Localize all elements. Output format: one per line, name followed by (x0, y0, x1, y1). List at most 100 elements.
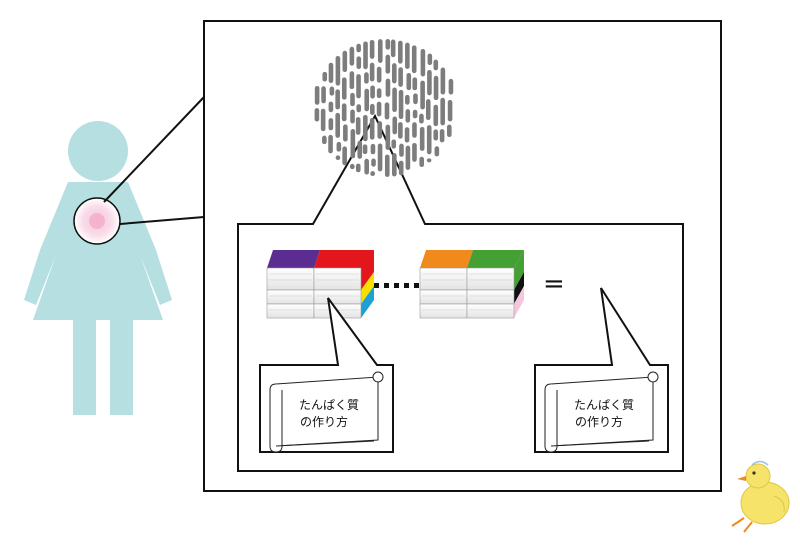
chromosome (412, 122, 417, 138)
chromosome (426, 158, 432, 163)
scroll-label-line1: たんぱく質 (299, 397, 359, 412)
chromosome (377, 121, 383, 139)
chromosome (412, 109, 418, 119)
chromosome (349, 71, 355, 90)
book-stack-right (419, 250, 524, 319)
chromosome (427, 53, 433, 66)
chromosome (405, 109, 411, 123)
chromosome (405, 145, 411, 170)
chromosome (419, 113, 424, 124)
chromosome (335, 155, 341, 161)
chromosome (413, 93, 418, 105)
chromosome (384, 102, 390, 120)
chromosome (349, 46, 355, 66)
chromosome (335, 55, 341, 86)
chromosome (328, 62, 334, 84)
chromosome (314, 85, 320, 105)
chromosome (404, 127, 410, 143)
chromosome (439, 129, 445, 143)
chromosome (370, 85, 375, 99)
chromosome (376, 101, 382, 117)
chromosome (335, 112, 341, 138)
chromosome (377, 143, 383, 172)
nucleus-panel (203, 20, 722, 492)
chromosome (342, 50, 348, 73)
chromosome (356, 104, 362, 113)
chromosome (355, 163, 361, 173)
chromosome (420, 48, 426, 77)
chromosome (362, 144, 368, 155)
chromosome (398, 160, 404, 176)
chromosome (399, 143, 404, 157)
chromosome (405, 42, 410, 69)
chromosome (328, 134, 333, 154)
chromosome (433, 104, 439, 127)
chromosome (356, 56, 362, 70)
chromosome (391, 139, 397, 149)
chromosome (350, 129, 356, 159)
chromosome (398, 67, 403, 87)
chromosome (341, 103, 347, 122)
chromosome (427, 69, 432, 96)
chromosome (440, 67, 446, 95)
chromosome (433, 129, 439, 141)
zoom-lines (103, 96, 205, 225)
chromosome (364, 158, 369, 175)
chromosome (322, 71, 328, 82)
chromosome (336, 141, 342, 152)
chromosome (434, 146, 440, 157)
chromosome (392, 87, 397, 113)
chromosome (440, 97, 445, 126)
chromosome (385, 78, 391, 97)
chromosome (328, 101, 334, 113)
chromosome (321, 86, 326, 104)
chromosome (392, 153, 397, 177)
chromosome (370, 143, 376, 155)
scroll-label-line2: の作り方 (300, 414, 348, 429)
chromosome (412, 143, 417, 162)
callout-left: たんぱく質 の作り方 (259, 297, 394, 453)
chromosome (357, 140, 363, 159)
chromosome (377, 39, 383, 63)
chromosome (349, 163, 355, 170)
chromosome (363, 114, 368, 142)
chromosome (356, 74, 361, 99)
chromosome (419, 156, 425, 168)
chromosome (322, 135, 327, 145)
chromosome (406, 72, 412, 91)
chromosome (341, 77, 347, 100)
chromosome (328, 118, 334, 131)
chromosome (363, 41, 368, 70)
scroll-label-line2: の作り方 (575, 414, 623, 429)
chromosome (369, 117, 375, 140)
chromosome (433, 59, 439, 71)
chromosome (398, 122, 403, 139)
chromosome (320, 108, 326, 132)
cell-icon (73, 197, 121, 245)
chromosome (350, 92, 355, 107)
chromosome (369, 39, 375, 59)
chromosome-cluster (314, 39, 454, 177)
chromosome (385, 124, 391, 150)
chromosome (384, 154, 390, 177)
chromosome (419, 126, 425, 151)
chromosome (350, 109, 355, 124)
chromosome (398, 89, 404, 120)
chromosome (392, 63, 397, 84)
chromosome (425, 99, 431, 121)
scroll-icon (269, 371, 384, 453)
chromosome (426, 125, 432, 155)
ellipsis-dots (374, 283, 419, 288)
chromosome (447, 124, 452, 138)
chromosome (390, 39, 396, 58)
chromosome (314, 108, 320, 122)
chromosome (370, 103, 375, 115)
chromosome (342, 146, 347, 166)
chromosome (447, 99, 453, 122)
chromosome (385, 39, 391, 50)
callout-right: たんぱく質 の作り方 (534, 287, 669, 453)
chromosome (369, 62, 375, 82)
chromosome (356, 43, 361, 53)
book-stack-left (266, 250, 374, 319)
